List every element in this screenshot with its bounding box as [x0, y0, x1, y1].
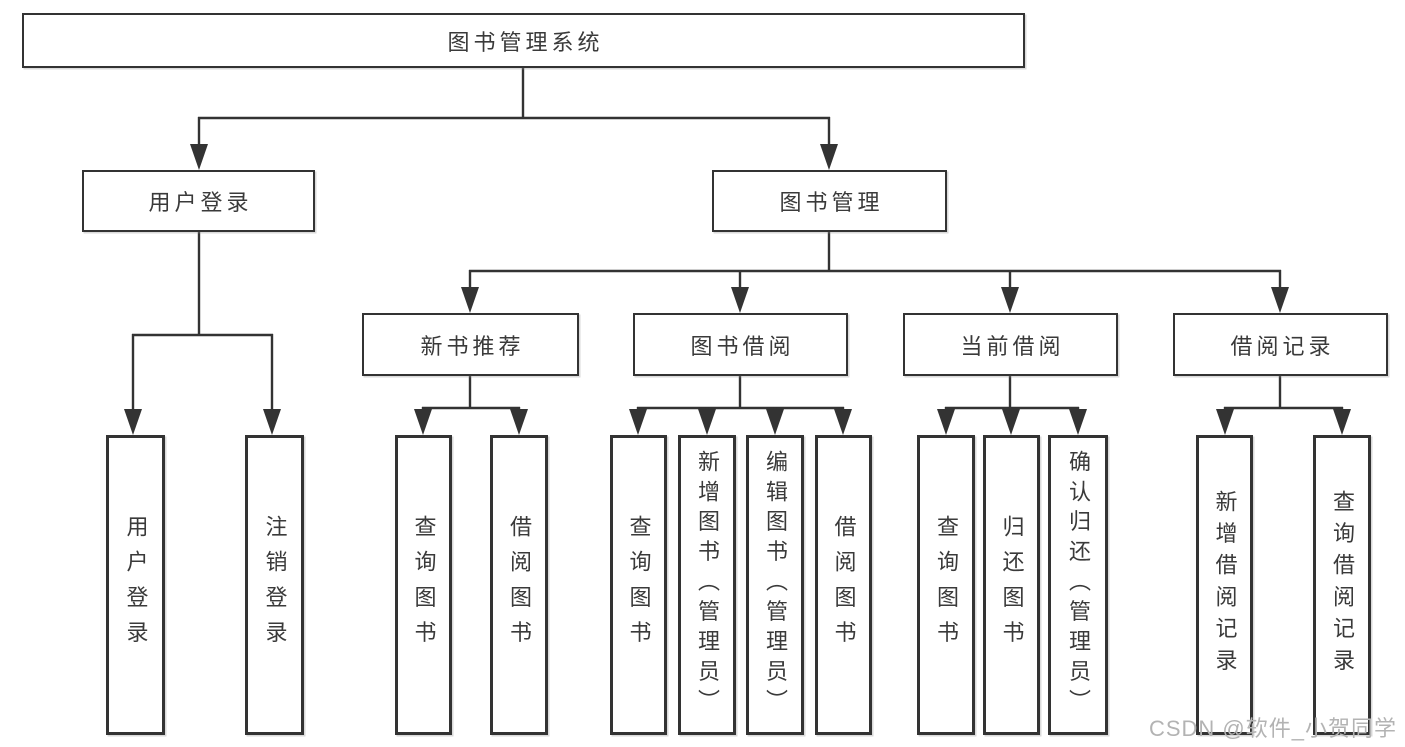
- leaf-query-borrow-record: 查询借阅记录: [1313, 435, 1371, 735]
- connector-borrow-records-split: [1216, 376, 1351, 435]
- node-root: 图书管理系统: [22, 13, 1025, 68]
- leaf-query-books-recommend: 查询图书: [395, 435, 452, 735]
- leaf-query-books-borrow: 查询图书: [610, 435, 667, 735]
- node-borrowing-records: 借阅记录: [1173, 313, 1388, 376]
- connector-new-book-rec-split: [414, 376, 528, 435]
- leaf-user-login: 用户登录: [106, 435, 165, 735]
- leaf-borrow-books-recommend: 借阅图书: [490, 435, 548, 735]
- connector-user-login-split: [124, 232, 281, 435]
- connector-current-borrow-split: [937, 376, 1087, 435]
- csdn-watermark: CSDN @软件_小贺同学: [1148, 716, 1397, 741]
- connector-book-borrow-split: [629, 376, 852, 435]
- node-book-management: 图书管理: [712, 170, 947, 232]
- node-user-login: 用户登录: [82, 170, 315, 232]
- leaf-return-book: 归还图书: [983, 435, 1040, 735]
- leaf-add-book-admin: 新增图书（管理员）: [678, 435, 736, 735]
- leaf-query-books-current: 查询图书: [917, 435, 975, 735]
- leaf-add-borrow-record: 新增借阅记录: [1196, 435, 1253, 735]
- node-new-book-recommendation: 新书推荐: [362, 313, 579, 376]
- leaf-confirm-return-admin: 确认归还（管理员）: [1048, 435, 1108, 735]
- connector-root-split: [190, 68, 838, 170]
- leaf-logout: 注销登录: [245, 435, 304, 735]
- node-current-borrowing: 当前借阅: [903, 313, 1118, 376]
- leaf-borrow-books: 借阅图书: [815, 435, 872, 735]
- connector-book-mgmt-split: [461, 232, 1289, 313]
- node-book-borrowing: 图书借阅: [633, 313, 848, 376]
- leaf-edit-book-admin: 编辑图书（管理员）: [746, 435, 804, 735]
